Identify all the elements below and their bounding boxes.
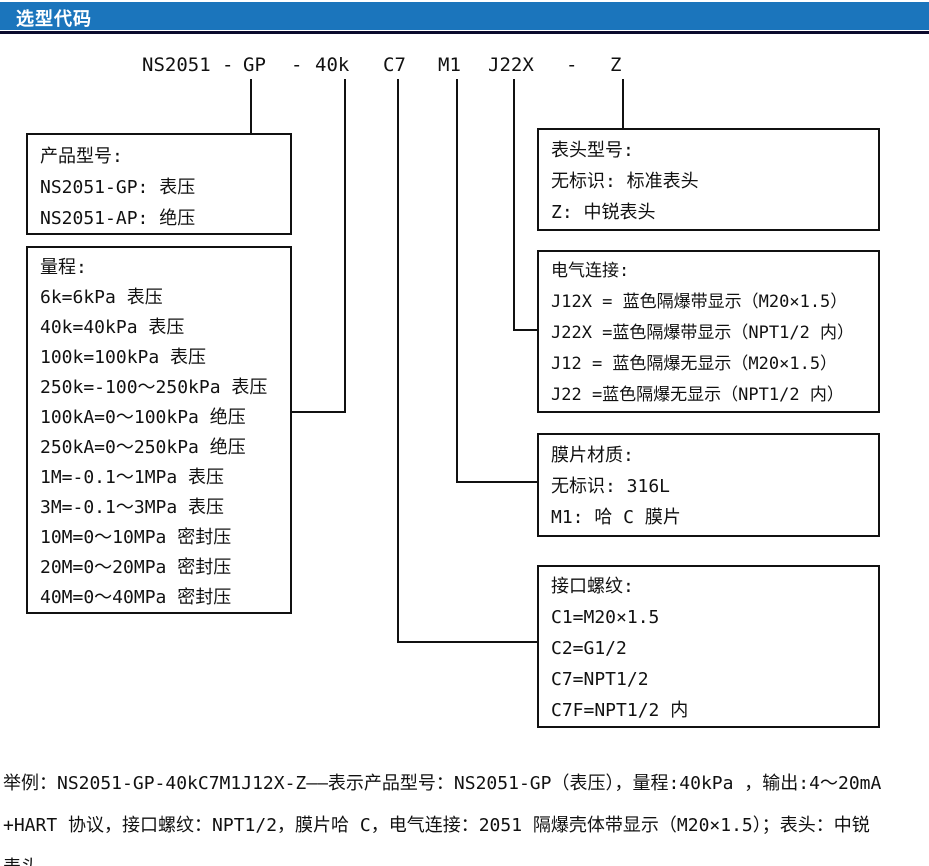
display-head-option: 无标识: 标准表头 — [551, 171, 699, 192]
code-segment-gp: GP — [243, 54, 266, 76]
connector-diaphragm-horizontal — [456, 481, 539, 483]
connector-display-vertical — [622, 79, 624, 129]
range-title: 量程: — [40, 257, 87, 278]
product-model-title: 产品型号: — [40, 146, 123, 167]
code-segment-thread: C7 — [383, 54, 406, 76]
code-segment-range: 40k — [315, 54, 350, 76]
display-head-title: 表头型号: — [551, 140, 634, 161]
product-model-box: 产品型号: NS2051-GP: 表压 NS2051-AP: 绝压 — [26, 133, 292, 235]
display-head-box: 表头型号: 无标识: 标准表头 Z: 中锐表头 — [537, 128, 880, 231]
code-segment-diaphragm: M1 — [438, 54, 461, 76]
diaphragm-material-box: 膜片材质: 无标识: 316L M1: 哈 C 膜片 — [537, 433, 880, 537]
range-option: 40k=40kPa 表压 — [40, 317, 185, 338]
connector-range-horizontal — [290, 411, 346, 413]
range-option: 40M=0～40MPa 密封压 — [40, 587, 232, 608]
code-segment-model: NS2051 — [142, 54, 211, 76]
display-head-option: Z: 中锐表头 — [551, 202, 656, 223]
port-thread-option: C1=M20×1.5 — [551, 607, 660, 628]
electrical-connection-box: 电气连接: J12X = 蓝色隔爆带显示（M20×1.5） J22X =蓝色隔爆… — [537, 250, 880, 413]
electrical-connection-title: 电气连接: — [551, 261, 630, 281]
diaphragm-material-title: 膜片材质: — [551, 445, 634, 466]
range-option: 10M=0～10MPa 密封压 — [40, 527, 232, 548]
range-option: 250kA=0～250kPa 绝压 — [40, 437, 246, 458]
electrical-connection-option: J12 = 蓝色隔爆无显示（M20×1.5） — [551, 354, 838, 374]
range-option: 6k=6kPa 表压 — [40, 287, 163, 308]
electrical-connection-option: J12X = 蓝色隔爆带显示（M20×1.5） — [551, 292, 848, 312]
code-segment-dash-1: - — [222, 54, 234, 76]
example-paragraph: 举例：NS2051-GP-40kC7M1J12X-Z——表示产品型号：NS205… — [3, 763, 927, 866]
diaphragm-material-option: 无标识: 316L — [551, 476, 671, 497]
range-option: 250k=-100～250kPa 表压 — [40, 377, 268, 398]
product-model-option: NS2051-AP: 绝压 — [40, 208, 196, 229]
electrical-connection-option: J22X =蓝色隔爆带显示（NPT1/2 内） — [551, 323, 855, 343]
port-thread-option: C7F=NPT1/2 内 — [551, 700, 689, 721]
section-header-banner: 选型代码 — [0, 2, 929, 30]
port-thread-option: C7=NPT1/2 — [551, 669, 649, 690]
section-title: 选型代码 — [16, 9, 92, 30]
connector-diaphragm-vertical — [456, 79, 458, 483]
code-segment-dash-2: - — [291, 54, 303, 76]
range-option: 20M=0～20MPa 密封压 — [40, 557, 232, 578]
port-thread-title: 接口螺纹: — [551, 576, 634, 597]
range-box: 量程: 6k=6kPa 表压 40k=40kPa 表压 100k=100kPa … — [26, 246, 292, 614]
range-option: 3M=-0.1～3MPa 表压 — [40, 497, 225, 518]
example-line: 举例：NS2051-GP-40kC7M1J12X-Z——表示产品型号：NS205… — [3, 773, 882, 794]
range-option: 100k=100kPa 表压 — [40, 347, 207, 368]
connector-range-vertical — [344, 79, 346, 413]
range-option: 100kA=0～100kPa 绝压 — [40, 407, 246, 428]
port-thread-option: C2=G1/2 — [551, 638, 627, 659]
port-thread-box: 接口螺纹: C1=M20×1.5 C2=G1/2 C7=NPT1/2 C7F=N… — [537, 565, 880, 728]
connector-thread-horizontal — [397, 641, 539, 643]
range-option: 1M=-0.1～1MPa 表压 — [40, 467, 225, 488]
connector-gp-vertical — [250, 79, 252, 133]
product-model-option: NS2051-GP: 表压 — [40, 177, 196, 198]
connector-thread-vertical — [397, 79, 399, 643]
example-line: +HART 协议，接口螺纹：NPT1/2，膜片哈 C，电气连接：2051 隔爆壳… — [3, 815, 870, 836]
diaphragm-material-option: M1: 哈 C 膜片 — [551, 507, 681, 528]
electrical-connection-option: J22 =蓝色隔爆无显示（NPT1/2 内） — [551, 385, 844, 405]
header-underline — [0, 31, 929, 34]
code-segment-electrical: J22X — [488, 54, 534, 76]
code-segment-dash-3: - — [566, 54, 578, 76]
connector-electrical-horizontal — [513, 329, 539, 331]
code-segment-display: Z — [610, 54, 622, 76]
connector-electrical-vertical — [513, 79, 515, 331]
example-line: 表头。 — [3, 847, 927, 866]
